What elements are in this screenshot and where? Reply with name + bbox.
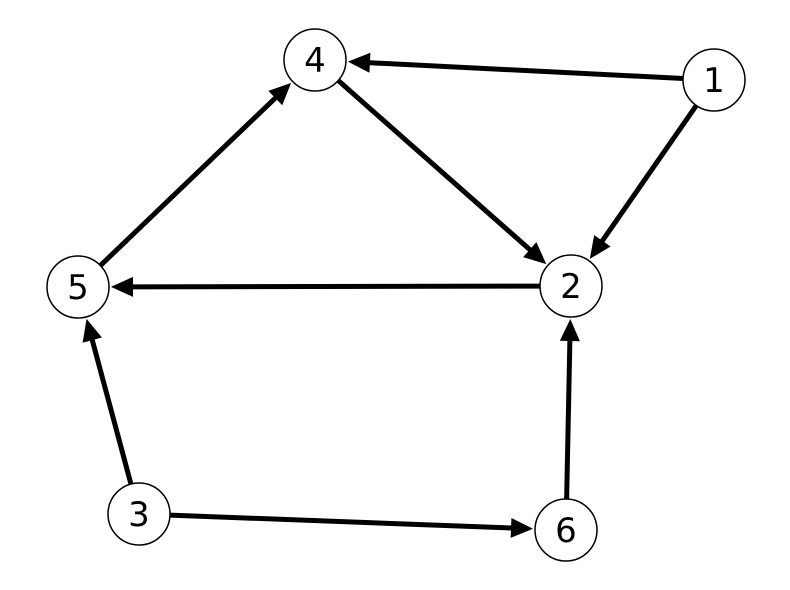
edge-1-to-4 [347, 52, 684, 81]
node-label: 4 [304, 41, 326, 81]
node-6: 6 [534, 498, 598, 562]
arrowhead-icon [268, 82, 292, 106]
node-4: 4 [283, 28, 347, 92]
node-label: 5 [67, 268, 89, 308]
nodes-layer: 1 2 3 4 5 6 [46, 28, 746, 562]
edge-line [599, 104, 699, 244]
edge-3-to-6 [169, 512, 534, 538]
edge-line [367, 60, 684, 81]
arrowhead-icon [559, 318, 580, 342]
node-label: 2 [560, 267, 582, 307]
node-circle [539, 254, 603, 318]
arrowhead-icon [589, 235, 611, 259]
node-circle [682, 48, 746, 112]
edge-line [169, 512, 514, 531]
node-circle [46, 255, 110, 319]
node-3: 3 [107, 482, 171, 546]
edge-5-to-4 [98, 82, 292, 268]
node-circle [283, 28, 347, 92]
edges-layer [82, 52, 699, 538]
edge-line [130, 283, 541, 290]
node-label: 1 [703, 61, 725, 101]
edge-3-to-5 [82, 318, 134, 485]
node-1: 1 [682, 48, 746, 112]
node-circle [107, 482, 171, 546]
edge-4-to-2 [336, 78, 547, 265]
arrowhead-icon [82, 318, 102, 343]
node-label: 6 [555, 511, 577, 551]
edge-2-to-5 [110, 276, 541, 297]
arrowhead-icon [347, 52, 371, 73]
edge-line [89, 337, 134, 485]
edge-line [98, 94, 279, 268]
arrowhead-icon [523, 242, 547, 265]
edge-6-to-2 [559, 318, 580, 500]
edge-line [336, 78, 533, 253]
node-2: 2 [539, 254, 603, 318]
edge-1-to-2 [589, 104, 699, 259]
arrowhead-icon [110, 276, 134, 297]
node-5: 5 [46, 255, 110, 319]
node-circle [534, 498, 598, 562]
node-label: 3 [128, 495, 150, 535]
edge-line [564, 338, 573, 500]
arrowhead-icon [510, 517, 534, 538]
